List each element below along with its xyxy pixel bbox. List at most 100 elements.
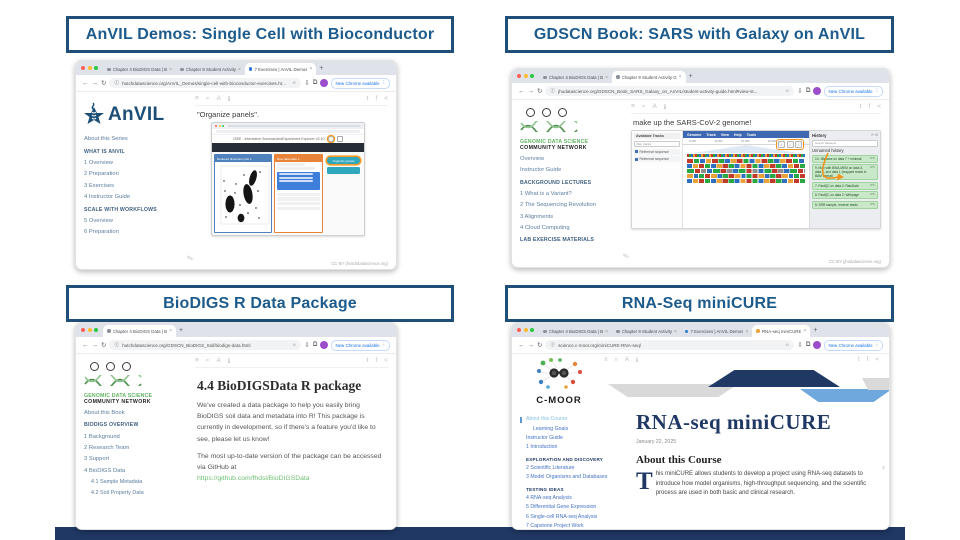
twitter-icon[interactable]: t: [859, 103, 862, 110]
profile-avatar[interactable]: [320, 79, 329, 87]
sidebar-link[interactable]: 3 Model Organisms and Databases: [526, 474, 608, 481]
site-info-icon[interactable]: ⓘ: [114, 80, 120, 85]
menu-icon[interactable]: ≡: [631, 103, 635, 110]
profile-avatar[interactable]: [320, 341, 329, 349]
sidebar-link[interactable]: About this Series: [84, 136, 128, 142]
cmoor-logo[interactable]: C-MOOR: [520, 356, 598, 408]
twitter-icon[interactable]: t: [366, 357, 369, 364]
facebook-icon[interactable]: f: [866, 357, 869, 363]
browser-tab[interactable]: RNA-seq miniCURE×: [752, 325, 811, 337]
info-icon[interactable]: ℹ: [663, 103, 667, 111]
share-icon[interactable]: <: [384, 357, 388, 364]
download-icon[interactable]: ⇩: [304, 80, 310, 87]
browser-tab[interactable]: Chapter 4 BioDIGS Data | B×: [539, 72, 612, 83]
sidebar-link[interactable]: 2 Research Team: [84, 445, 130, 452]
new-tab-button[interactable]: +: [179, 326, 184, 334]
download-icon[interactable]: ⇩: [304, 342, 310, 349]
reload-icon[interactable]: ↻: [537, 88, 543, 95]
back-icon[interactable]: ←: [82, 341, 89, 349]
browser-tab[interactable]: 7 Exercises | AnVIL Demos×: [244, 63, 317, 75]
info-icon[interactable]: ℹ: [635, 357, 639, 364]
tab-close-icon[interactable]: ×: [238, 66, 241, 73]
tab-close-icon[interactable]: ×: [605, 328, 609, 335]
sidebar-link[interactable]: BIODIGS OVERVIEW: [84, 422, 139, 429]
font-size-icon[interactable]: A: [216, 95, 221, 102]
search-icon[interactable]: ⌕: [614, 356, 618, 363]
sidebar-link[interactable]: Instructor Guide: [526, 435, 563, 442]
facebook-icon[interactable]: f: [375, 357, 378, 364]
browser-tab[interactable]: Chapter 9 Student Activity G×: [612, 71, 686, 83]
github-link[interactable]: https://github.com/fhdsl/BioDIGSData: [197, 475, 310, 483]
site-info-icon[interactable]: ⓘ: [114, 342, 120, 347]
extensions-icon[interactable]: ⧉: [805, 341, 811, 348]
update-chrome-button[interactable]: New Chrome available⋮: [331, 77, 390, 89]
sidebar-link[interactable]: 4.2 Soil Property Data: [91, 489, 144, 496]
reload-icon[interactable]: ↻: [101, 342, 107, 349]
tab-close-icon[interactable]: ×: [309, 66, 313, 72]
sidebar-link[interactable]: Learning Goals: [533, 425, 569, 432]
sidebar-link[interactable]: 4 BioDIGS Data: [84, 467, 126, 474]
browser-tab[interactable]: Chapter 4 BioDIGS Data | B×: [103, 325, 177, 337]
sidebar-link[interactable]: EXPLORATION AND DISCOVERY: [526, 457, 604, 463]
tab-close-icon[interactable]: ×: [678, 74, 682, 80]
sidebar-link[interactable]: BACKGROUND LECTURES: [520, 179, 592, 186]
tab-close-icon[interactable]: ×: [745, 328, 749, 335]
sidebar-link[interactable]: 2 Preparation: [84, 171, 119, 178]
bookmark-icon[interactable]: ☆: [292, 342, 297, 347]
browser-tab[interactable]: Chapter 9 Student Activity×: [176, 64, 245, 75]
sidebar-link[interactable]: 4 RNA-seq Analysis: [526, 495, 572, 502]
menu-icon[interactable]: ≡: [604, 357, 608, 363]
twitter-icon[interactable]: t: [366, 95, 369, 102]
gdscn-logo[interactable]: GENOMIC DATA SCIENCE COMMUNITY NETWORK: [520, 108, 615, 151]
new-tab-button[interactable]: +: [813, 326, 818, 334]
info-icon[interactable]: ℹ: [227, 95, 231, 103]
menu-icon[interactable]: ≡: [195, 357, 199, 364]
back-icon[interactable]: ←: [518, 87, 525, 95]
sidebar-link[interactable]: 5 Overview: [84, 218, 113, 225]
sidebar-link[interactable]: 1 Background: [84, 433, 120, 440]
sidebar-link[interactable]: 1 Introduction: [526, 444, 558, 451]
bookmark-icon[interactable]: ☆: [785, 342, 790, 347]
sidebar-link[interactable]: 3 Exercises: [84, 182, 114, 189]
sidebar-link[interactable]: 1 Overview: [84, 160, 113, 167]
forward-icon[interactable]: →: [91, 79, 99, 87]
new-tab-button[interactable]: +: [688, 72, 693, 80]
profile-avatar[interactable]: [813, 87, 822, 95]
site-info-icon[interactable]: ⓘ: [550, 342, 556, 347]
sidebar-link[interactable]: SCALE WITH WORKFLOWS: [84, 206, 157, 213]
back-icon[interactable]: ←: [82, 79, 89, 87]
twitter-icon[interactable]: t: [858, 357, 860, 363]
anvil-logo[interactable]: AnVIL: [82, 102, 179, 128]
sidebar-link[interactable]: 3 Support: [84, 456, 110, 463]
info-icon[interactable]: ℹ: [227, 357, 231, 365]
sidebar-link[interactable]: 4 Cloud Computing: [520, 224, 570, 231]
sidebar-link[interactable]: LAB EXERCISE MATERIALS: [520, 237, 595, 244]
share-icon[interactable]: <: [877, 103, 881, 110]
back-icon[interactable]: ←: [518, 341, 525, 349]
tab-close-icon[interactable]: ×: [169, 328, 173, 334]
tab-close-icon[interactable]: ×: [605, 74, 609, 81]
sidebar-link[interactable]: Instructor Guide: [520, 166, 562, 173]
forward-icon[interactable]: →: [91, 341, 99, 349]
search-icon[interactable]: ⌕: [205, 94, 210, 102]
site-info-icon[interactable]: ⓘ: [550, 88, 556, 93]
annotate-icon[interactable]: ✎: [185, 253, 195, 264]
font-size-icon[interactable]: A: [624, 357, 629, 363]
sidebar-link[interactable]: Overview: [520, 155, 545, 162]
sidebar-link[interactable]: 1 What is a Variant?: [520, 191, 572, 198]
sidebar-link[interactable]: TESTING IDEAS: [526, 487, 564, 493]
browser-tab[interactable]: Chapter 4 BioDIGS Data | B×: [103, 64, 176, 75]
browser-tab[interactable]: Chapter 9 Student Activity×: [612, 326, 681, 337]
forward-icon[interactable]: →: [527, 341, 535, 349]
extensions-icon[interactable]: ⧉: [312, 79, 318, 86]
new-tab-button[interactable]: +: [319, 64, 324, 72]
share-icon[interactable]: <: [384, 95, 388, 102]
facebook-icon[interactable]: f: [375, 95, 378, 102]
tab-close-icon[interactable]: ×: [803, 328, 807, 334]
annotate-icon[interactable]: ✎: [621, 251, 631, 262]
forward-icon[interactable]: →: [527, 87, 535, 95]
